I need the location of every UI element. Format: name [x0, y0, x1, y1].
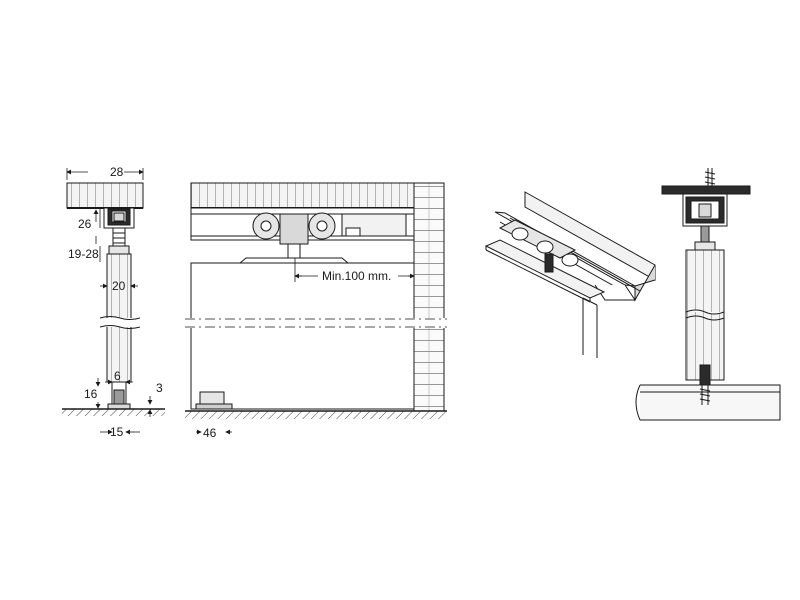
ceiling-front	[190, 182, 415, 209]
elevation-detail	[635, 168, 781, 421]
elev-floor-guide	[699, 364, 711, 386]
isometric-detail	[484, 191, 656, 358]
door-panel	[190, 262, 415, 410]
front-view	[185, 182, 447, 419]
section-dimensions	[66, 168, 153, 435]
ceiling-section	[66, 182, 144, 209]
dim-door-thickness: 20	[112, 279, 126, 293]
section-dimension-labels: 28 26 19-28 20 6 16 3 15	[68, 165, 163, 439]
dim-stopper-width: 46	[203, 426, 217, 440]
elev-floor	[640, 384, 781, 421]
hanger-plate	[238, 257, 350, 264]
dim-min-distance: Min.100 mm.	[322, 269, 391, 283]
elev-ceiling-plate	[661, 185, 751, 195]
dim-guide-height: 16	[84, 387, 98, 401]
iso-door-edge	[582, 297, 598, 358]
dim-track-height: 26	[78, 217, 92, 231]
dim-top-width: 28	[110, 165, 124, 179]
elev-door	[685, 249, 725, 381]
dim-guide-width: 15	[110, 425, 124, 439]
dim-floor-gap: 3	[156, 381, 163, 395]
wall-section	[413, 182, 445, 412]
iso-bolt	[544, 253, 554, 273]
front-dimension-labels: Min.100 mm. 46	[203, 266, 398, 440]
dim-guide-slot: 6	[114, 369, 121, 383]
section-view	[62, 182, 165, 416]
dim-adjust-range: 19-28	[68, 247, 99, 261]
trolley-body	[279, 213, 309, 245]
